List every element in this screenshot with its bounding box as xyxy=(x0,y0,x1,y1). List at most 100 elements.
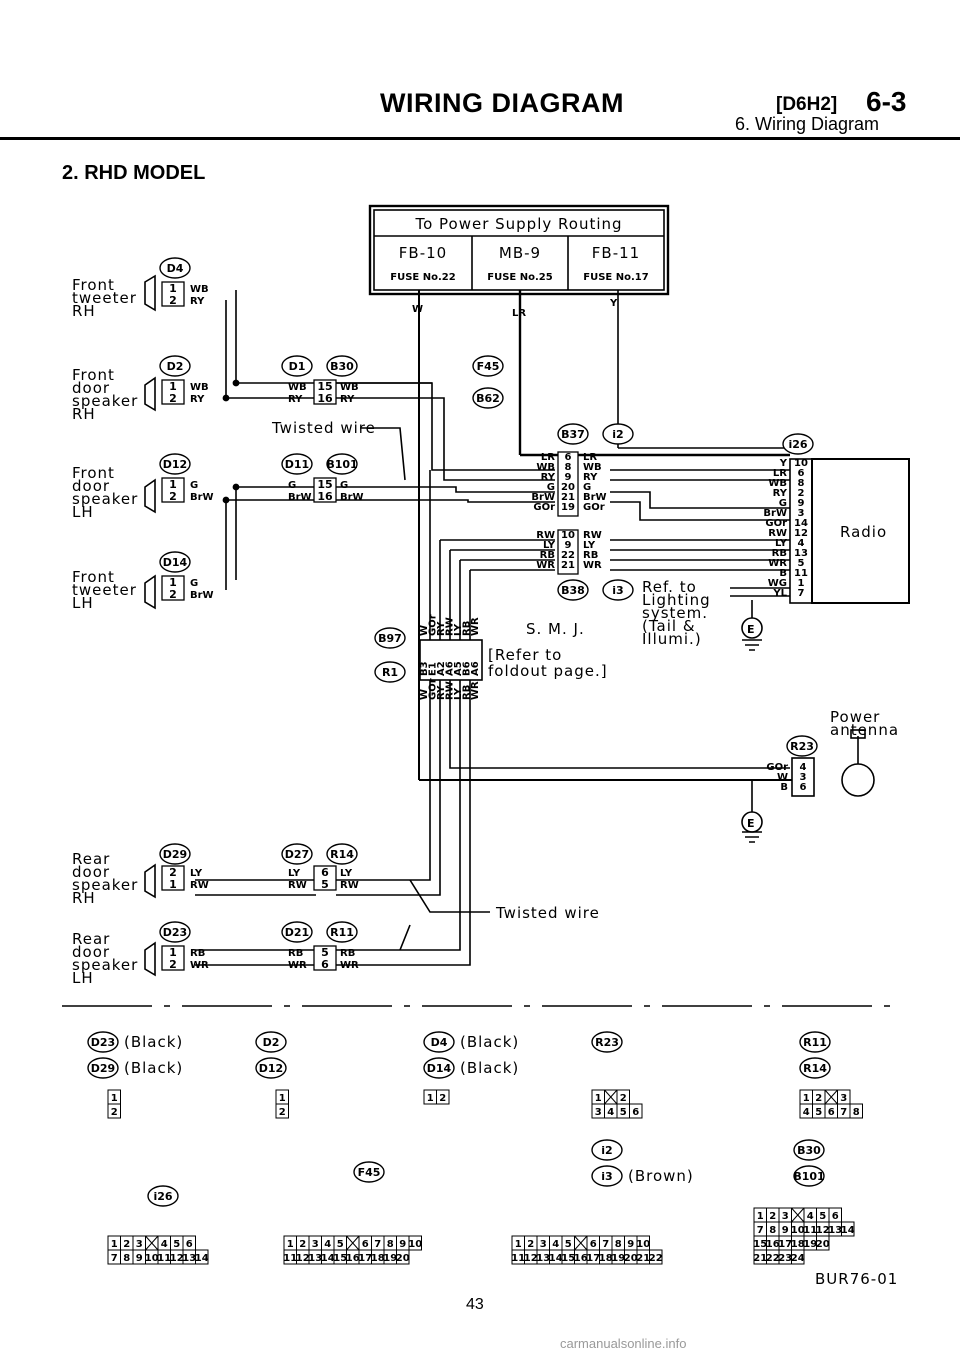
wire-color-label: RB xyxy=(462,685,473,700)
legend-pin: 3 xyxy=(136,1239,143,1250)
connector-d14-bubble xyxy=(159,551,191,573)
connector-r23-label: R23 xyxy=(790,740,814,753)
legend-pin: 5 xyxy=(819,1211,826,1222)
wire-color-label: RW xyxy=(445,681,456,700)
legend-cell xyxy=(436,1089,450,1105)
legend-pin: 5 xyxy=(620,1107,627,1118)
pin-number: 9 xyxy=(565,540,572,551)
legend-pin: 9 xyxy=(136,1253,143,1264)
legend-pin: 3 xyxy=(540,1239,547,1250)
connector-d27-label: D27 xyxy=(285,848,309,861)
pin-number: 14 xyxy=(794,518,808,529)
connector-f45-bubble xyxy=(472,355,504,377)
wire-color-label: RW xyxy=(288,880,307,891)
pin-number: 2 xyxy=(798,488,805,499)
pin-number: 4 xyxy=(800,762,807,773)
legend-pin: 12 xyxy=(296,1253,310,1264)
legend-cell xyxy=(849,1103,863,1119)
pin-number: 1 xyxy=(169,878,177,891)
legend-connector-0-bubble xyxy=(793,1139,825,1161)
connector-d21-bubble xyxy=(281,921,313,943)
front-tweeter-lh-label-line: LH xyxy=(72,594,94,612)
legend-pin: 17 xyxy=(586,1253,600,1264)
front-door-speaker-rh-label-line: RH xyxy=(72,405,96,423)
pin-number: 7 xyxy=(798,588,805,599)
legend-connector-0-label: R23 xyxy=(595,1036,619,1049)
legend-pin: 2 xyxy=(439,1093,446,1104)
legend-pin: 15 xyxy=(561,1253,575,1264)
b37-connector-block xyxy=(557,451,579,517)
wire-color-label: LY xyxy=(340,868,353,879)
pin-number: 13 xyxy=(794,548,808,559)
legend-connector-1-bubble xyxy=(799,1057,831,1079)
legend-pin: 8 xyxy=(123,1253,130,1264)
pin-number: 9 xyxy=(565,472,572,483)
rear-door-speaker-rh-label-line: speaker xyxy=(72,876,138,894)
wire-color-label: WR xyxy=(470,681,481,700)
wire-color-label: BrW xyxy=(340,492,364,503)
front-door-speaker-rh-label-line: Front xyxy=(72,366,115,384)
wire-color-label: RB xyxy=(462,621,473,636)
legend-connector-1-label: i3 xyxy=(601,1170,612,1183)
speaker-connector-2 xyxy=(161,477,185,503)
legend-cell xyxy=(816,1235,830,1251)
wire-color-label: RY xyxy=(190,296,205,307)
wire-color-label: G xyxy=(583,482,591,493)
connector-i2-label: i2 xyxy=(612,428,623,441)
wire-color-label: W xyxy=(419,625,430,636)
legend-connector-0-bubble xyxy=(147,1185,179,1207)
legend-connector-0-bubble xyxy=(799,1031,831,1053)
legend-pin: 2 xyxy=(815,1093,822,1104)
front-door-speaker-lh-label-line: Front xyxy=(72,464,115,482)
legend-pin: 8 xyxy=(769,1225,776,1236)
pin-number: A2 xyxy=(436,661,447,676)
pin-number: 12 xyxy=(794,528,808,539)
wire-color-label: LY xyxy=(543,540,556,551)
pin-number: 3 xyxy=(798,508,805,519)
power-box-col-name: MB-9 xyxy=(499,244,541,262)
wire-color-label: LR xyxy=(583,452,597,463)
connector-i3-bubble xyxy=(602,579,634,601)
legend-pin: 2 xyxy=(527,1239,534,1250)
pin-number: 2 xyxy=(169,866,177,879)
pin-number: 1 xyxy=(798,578,805,589)
connector-b30-bubble xyxy=(326,355,358,377)
legend-cross xyxy=(604,1089,618,1105)
wire-color-label: YL xyxy=(772,588,787,599)
legend-pin: 21 xyxy=(753,1253,767,1264)
legend-connector-0-label: D2 xyxy=(263,1036,280,1049)
twisted-wire-label: Twisted wire xyxy=(495,904,600,922)
front-door-speaker-rh-label-line: speaker xyxy=(72,392,138,410)
wire-color-label: WR xyxy=(340,960,359,971)
wire-color-label: WB xyxy=(190,284,209,295)
speaker-connector-1 xyxy=(161,379,185,405)
front-tweeter-lh-label-line: Front xyxy=(72,568,115,586)
legend-cross xyxy=(145,1235,159,1251)
wire-color-label: W xyxy=(777,772,788,783)
wire-color-label: G xyxy=(340,480,348,491)
wire-color-label: B xyxy=(780,782,788,793)
wire-color-label: RW xyxy=(768,528,787,539)
legend-pin: 7 xyxy=(757,1225,764,1236)
pin-number: 1 xyxy=(169,380,177,393)
legend-pin: 17 xyxy=(778,1239,792,1250)
wire-color-label: BrW xyxy=(190,492,214,503)
pin-number: 16 xyxy=(317,490,333,503)
connector-d2-label: D2 xyxy=(167,360,184,373)
wire-color-label: GOr xyxy=(765,518,787,529)
legend-pin: 16 xyxy=(766,1239,780,1250)
wire-color-label: RY xyxy=(436,685,447,700)
pin-number: B3 xyxy=(419,661,430,676)
power-box-col-fuse: FUSE No.25 xyxy=(487,272,552,283)
connector-d23-label: D23 xyxy=(163,926,187,939)
wire-color-label: WB xyxy=(536,462,555,473)
front-door-speaker-lh-label-line: door xyxy=(72,477,110,495)
legend-pin: 2 xyxy=(111,1107,118,1118)
wire-color-label: RW xyxy=(583,530,602,541)
legend-pin: 10 xyxy=(145,1253,159,1264)
ground-label: E xyxy=(747,623,755,636)
wire-color-label: RY xyxy=(340,394,355,405)
page-header-title: WIRING DIAGRAM xyxy=(380,88,624,118)
legend-pin: 2 xyxy=(620,1093,627,1104)
legend-pin: 11 xyxy=(283,1253,297,1264)
